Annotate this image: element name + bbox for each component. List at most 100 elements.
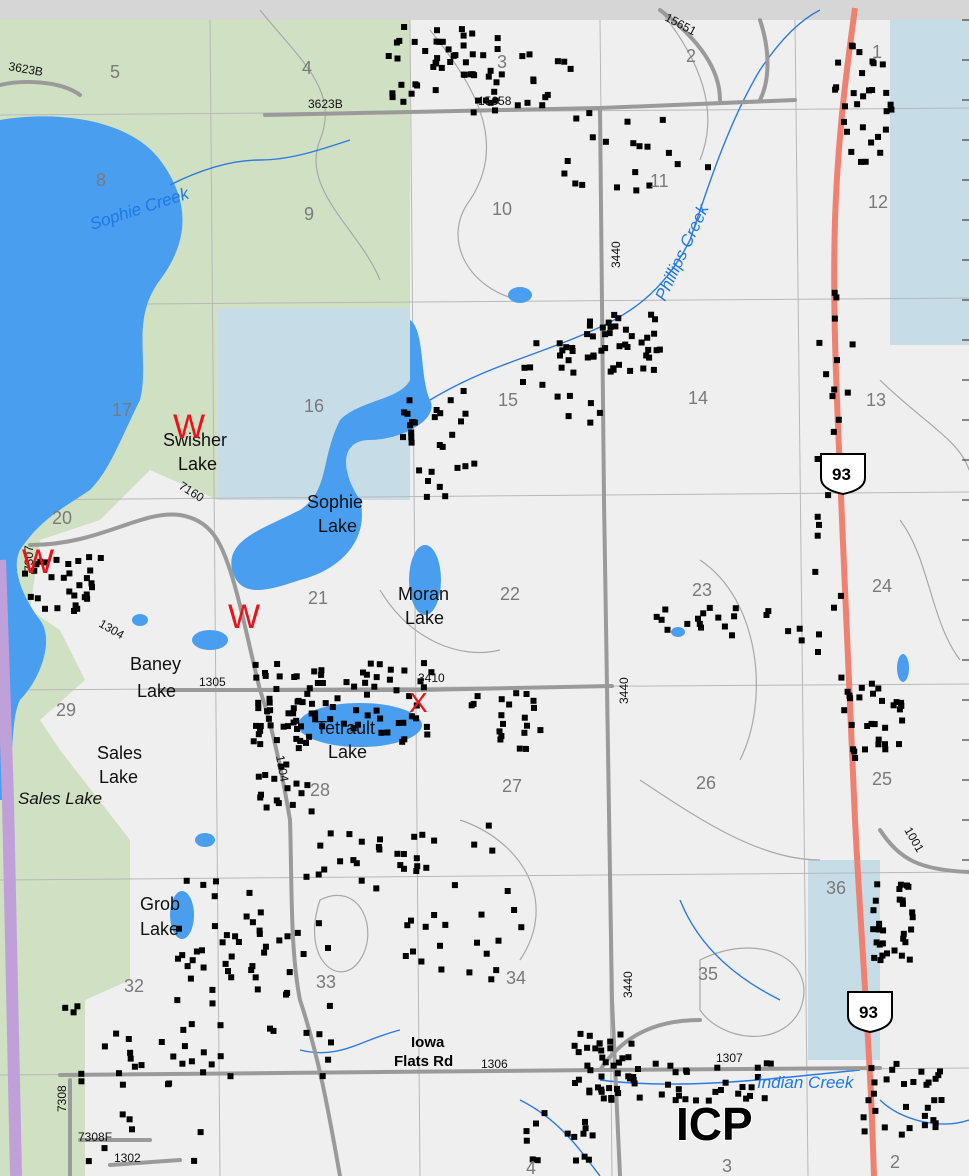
road-label: 3440 (621, 971, 635, 998)
building-marker (303, 739, 309, 746)
building-marker (471, 841, 478, 848)
building-marker (404, 922, 411, 929)
building-marker (879, 697, 885, 704)
building-marker (700, 610, 707, 617)
building-marker (584, 331, 591, 338)
building-marker (617, 1031, 624, 1038)
building-marker (266, 695, 273, 702)
building-marker (651, 330, 658, 337)
building-marker (293, 673, 300, 680)
building-marker (432, 59, 439, 66)
building-marker (883, 108, 890, 115)
building-marker (255, 705, 262, 712)
building-marker (875, 741, 882, 748)
building-marker (606, 1085, 613, 1092)
building-marker (317, 842, 324, 849)
building-marker (887, 101, 894, 108)
building-marker (871, 954, 878, 961)
building-marker (487, 67, 494, 74)
building-marker (571, 1133, 578, 1140)
building-marker (932, 1120, 939, 1127)
moran-lake-label-2: Lake (405, 608, 444, 628)
building-marker (664, 626, 671, 633)
building-marker (394, 55, 401, 62)
building-marker (138, 1062, 145, 1069)
building-marker (360, 669, 366, 676)
iowa-flats-label-1: Iowa (411, 1034, 445, 1051)
building-marker (761, 1095, 768, 1102)
building-marker (87, 567, 94, 574)
building-marker (425, 478, 431, 484)
building-marker (436, 38, 443, 45)
building-marker (419, 831, 426, 838)
building-marker (312, 716, 319, 723)
building-marker (763, 1060, 770, 1067)
building-marker (253, 674, 260, 681)
section-label: 26 (696, 773, 716, 793)
section-label: 5 (110, 62, 120, 82)
building-marker (849, 43, 856, 50)
building-marker (798, 637, 805, 644)
building-marker (833, 294, 840, 301)
road-label: 1307 (716, 1051, 743, 1065)
contour-lines (259, 9, 969, 1037)
building-marker (249, 919, 256, 926)
building-marker (371, 683, 378, 690)
section-label: 33 (316, 972, 336, 992)
building-marker (294, 698, 301, 705)
building-marker (889, 1066, 896, 1073)
building-marker (633, 187, 640, 194)
building-marker (554, 58, 561, 65)
building-marker (400, 434, 406, 441)
road-label: 1305 (199, 675, 226, 689)
building-marker (735, 1090, 742, 1097)
building-marker (858, 158, 864, 165)
building-marker (262, 943, 269, 950)
building-marker (428, 669, 435, 676)
building-marker (309, 700, 315, 707)
building-marker (596, 409, 603, 416)
building-marker (930, 1117, 937, 1124)
building-marker (408, 439, 415, 446)
road-label: 3623B (308, 97, 343, 111)
section-label: 9 (304, 204, 314, 224)
building-marker (414, 863, 421, 870)
building-marker (662, 606, 669, 613)
building-marker (273, 686, 280, 692)
building-marker (518, 924, 525, 931)
building-marker (556, 340, 563, 347)
building-marker (423, 723, 430, 730)
building-marker (408, 713, 415, 720)
building-marker (658, 1091, 665, 1098)
building-marker (521, 729, 528, 736)
building-marker (754, 1064, 761, 1071)
building-marker (529, 1156, 536, 1163)
building-marker (748, 1084, 755, 1091)
building-marker (125, 1036, 132, 1042)
section-label: 17 (112, 400, 132, 420)
building-marker (401, 409, 408, 416)
building-marker (835, 416, 842, 423)
building-marker (267, 1025, 273, 1032)
building-marker (211, 893, 218, 900)
building-marker (848, 148, 855, 155)
building-marker (319, 723, 325, 730)
building-marker (584, 1062, 591, 1069)
building-marker (511, 907, 518, 913)
building-marker (861, 1128, 868, 1135)
building-marker (524, 99, 531, 106)
building-marker (467, 71, 474, 78)
building-marker (421, 660, 427, 667)
building-marker (488, 976, 495, 983)
building-marker (785, 628, 792, 635)
road-label: 7308F (78, 1130, 112, 1144)
building-marker (523, 745, 529, 752)
building-marker (276, 673, 283, 680)
building-marker (877, 149, 884, 156)
building-marker (596, 1040, 603, 1047)
building-marker (582, 1118, 588, 1125)
building-marker (646, 182, 653, 189)
building-marker (350, 725, 357, 732)
building-marker (754, 1074, 761, 1080)
